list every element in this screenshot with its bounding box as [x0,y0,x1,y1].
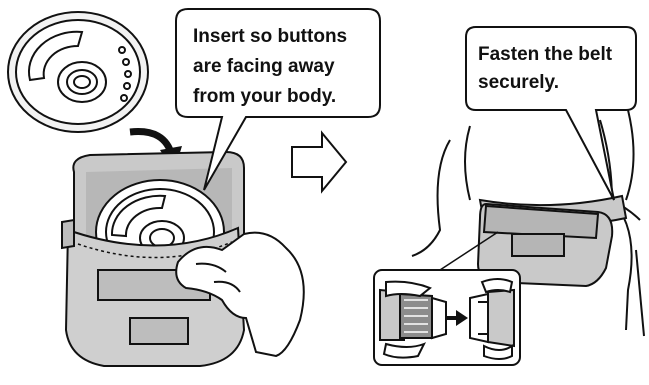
callout-line: securely. [478,72,559,93]
callout-line: Fasten the belt [478,44,613,65]
buckle-inset [374,270,520,365]
callout-line: from your body. [193,86,336,107]
hollow-right-arrow-icon [292,133,346,191]
step2-panel: Fasten the belt securely. [374,27,644,365]
callout-line: are facing away [193,56,335,77]
cd-player-icon [8,12,148,132]
callout-line: Insert so buttons [193,26,347,47]
